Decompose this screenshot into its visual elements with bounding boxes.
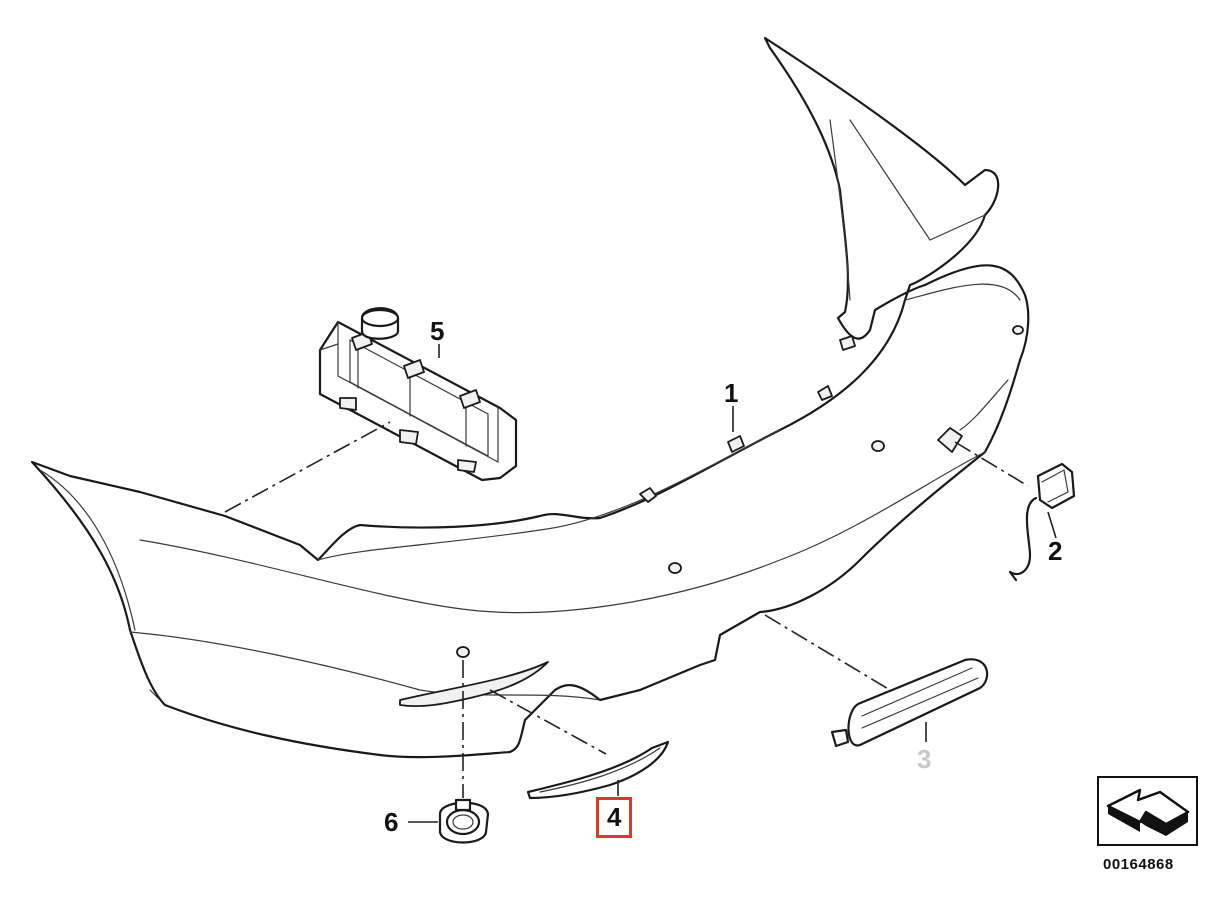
parking-sensor-part bbox=[438, 798, 490, 844]
callout-tow-hook-cover[interactable]: 2 bbox=[1048, 536, 1063, 566]
trim-strip-part bbox=[526, 740, 670, 800]
callout-energy-absorber[interactable]: 5 bbox=[430, 316, 445, 346]
reflector-part bbox=[830, 658, 989, 748]
catalog-number: 00164868 bbox=[1103, 856, 1174, 873]
callout-parking-sensor[interactable]: 6 bbox=[384, 807, 399, 837]
leader-lines bbox=[224, 344, 1057, 823]
reference-box bbox=[1097, 776, 1198, 846]
energy-absorber-part bbox=[318, 307, 518, 482]
callout-bumper[interactable]: 1 bbox=[724, 378, 739, 408]
reference-arrow-icon bbox=[1106, 788, 1190, 836]
rear-bumper-part bbox=[30, 36, 1030, 759]
callout-reflector[interactable]: 3 bbox=[917, 744, 932, 774]
callout-trim-strip[interactable]: 4 bbox=[596, 797, 633, 838]
tow-hook-cover-part bbox=[1008, 462, 1076, 582]
